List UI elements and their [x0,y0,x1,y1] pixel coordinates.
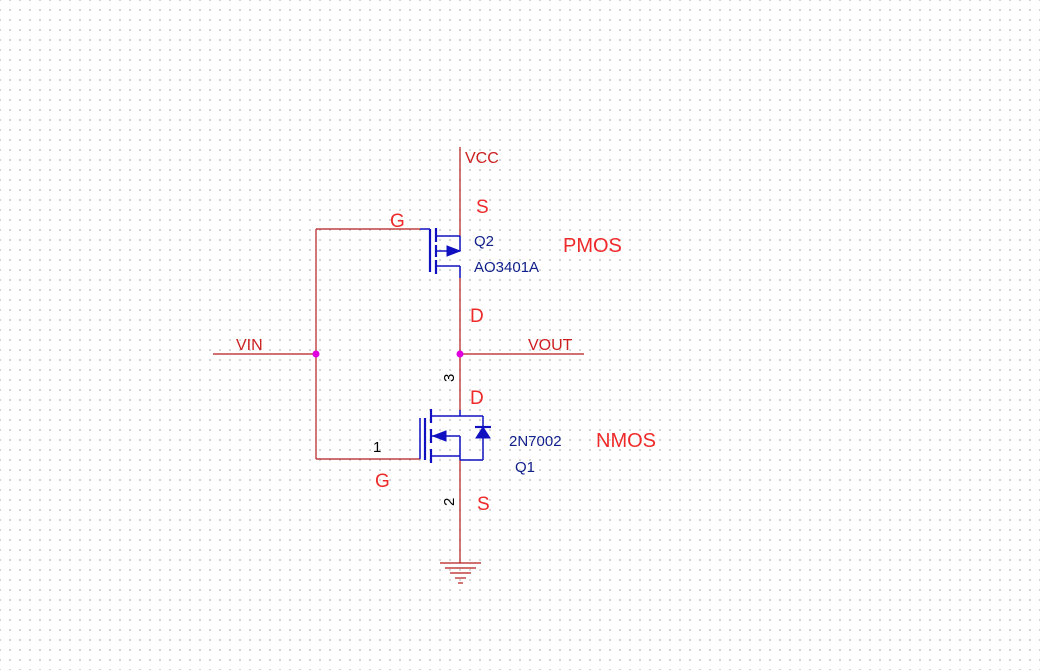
nmos-symbol[interactable] [419,409,491,463]
pmos-type-label: PMOS [563,235,622,257]
nmos-drain-pin-number: 3 [441,374,458,382]
pmos-drain-label: D [470,306,484,327]
pmos-gate-label: G [390,211,405,232]
nmos-source-pin-number: 2 [441,498,458,506]
wires [213,147,584,563]
pmos-refdes[interactable]: Q2 [474,233,494,250]
ground-symbol[interactable] [440,562,481,584]
nmos-source-label: S [477,494,490,515]
pmos-part-number[interactable]: AO3401A [474,259,539,276]
nmos-refdes[interactable]: Q1 [515,459,535,476]
vout-net-label[interactable]: VOUT [528,337,573,354]
pmos-source-label: S [476,197,489,218]
nmos-part-number[interactable]: 2N7002 [509,433,562,450]
vcc-net-label[interactable]: VCC [465,150,499,167]
pmos-symbol[interactable] [420,228,462,278]
nmos-gate-pin-number: 1 [373,439,381,456]
vin-net-label[interactable]: VIN [236,337,263,354]
vout-junction [456,350,464,358]
nmos-type-label: NMOS [596,430,656,452]
nmos-drain-label: D [470,388,484,409]
vin-junction [312,350,320,358]
nmos-gate-label: G [375,471,390,492]
